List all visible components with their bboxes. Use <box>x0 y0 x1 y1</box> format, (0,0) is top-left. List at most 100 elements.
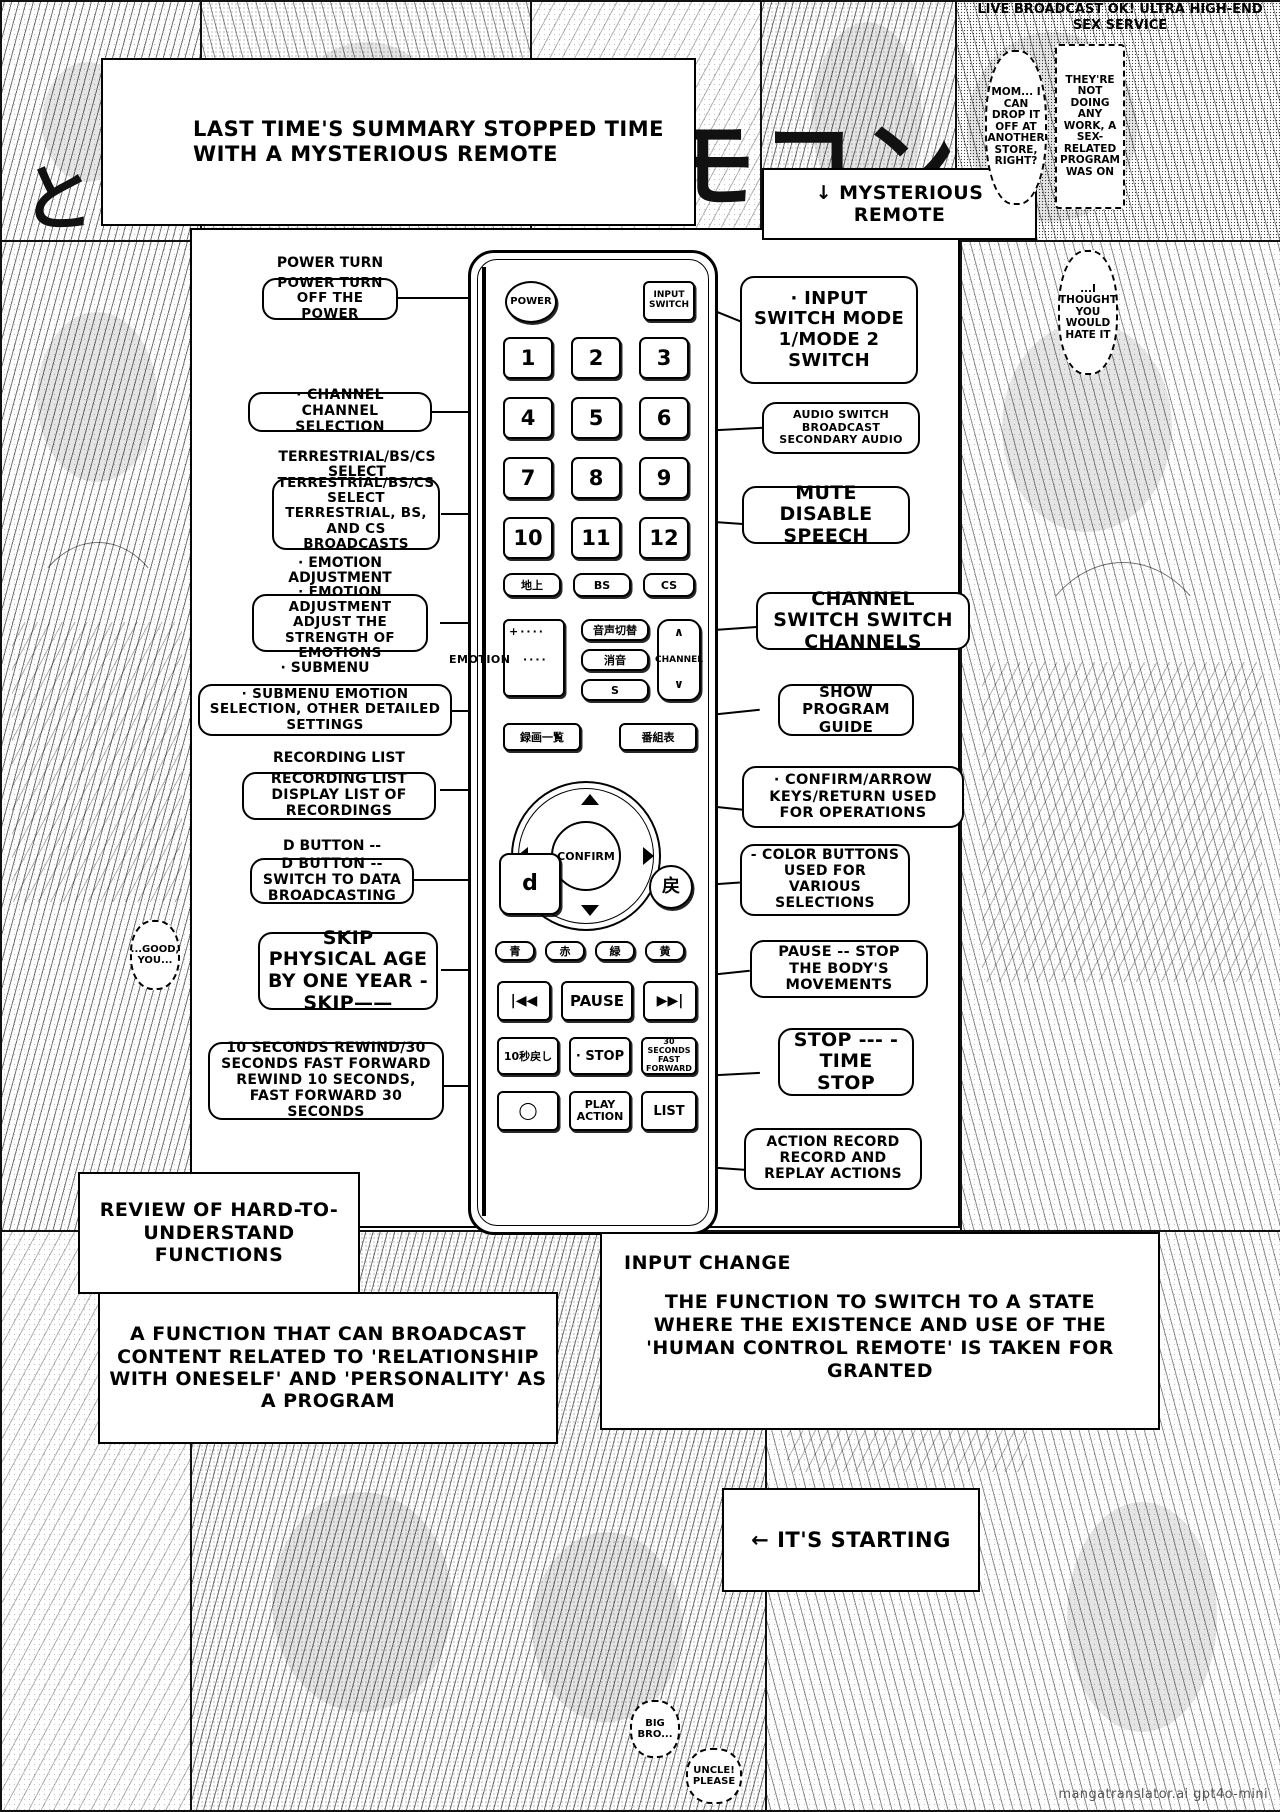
remote-number-5[interactable]: 5 <box>571 397 621 439</box>
remote-play-action-button[interactable]: PLAY ACTION <box>569 1091 631 1131</box>
channel-up-icon: ∧ <box>674 625 684 639</box>
remote-stop-button[interactable]: · STOP <box>569 1037 631 1075</box>
annotation-channel-switch-text: CHANNEL SWITCH SWITCH CHANNELS <box>773 587 953 653</box>
remote-number-3[interactable]: 3 <box>639 337 689 379</box>
remote-input-switch-button[interactable]: INPUT SWITCH <box>643 281 695 321</box>
annotation-recording-list: RECORDING LIST DISPLAY LIST OF RECORDING… <box>242 771 436 820</box>
annotation-audio-switch-text: AUDIO SWITCH BROADCAST SECONDARY AUDIO <box>779 408 903 447</box>
dpad-down-arrow-icon[interactable] <box>581 905 599 916</box>
annotation-terrestrial: TERRESTRIAL/BS/CS SELECT TERRESTRIAL, BS… <box>272 474 440 553</box>
annotation-channel-switch: CHANNEL SWITCH SWITCH CHANNELS <box>756 588 970 653</box>
annotation-terrestrial-text: TERRESTRIAL/BS/CS SELECT TERRESTRIAL, BS… <box>277 474 435 553</box>
annotation-input-switch: · INPUT SWITCH MODE 1/MODE 2 SWITCH <box>740 276 918 384</box>
leader-line <box>432 411 494 413</box>
remote-skip-back-button[interactable]: |◀◀ <box>497 981 551 1021</box>
bubble-big-bro-text: BIG BRO... <box>637 1718 673 1740</box>
review-functions-box: REVIEW OF HARD-TO-UNDERSTAND FUNCTIONS <box>78 1172 360 1294</box>
remote-mute-button[interactable]: 消音 <box>581 649 649 671</box>
remote-number-9[interactable]: 9 <box>639 457 689 499</box>
channel-label: CHANNEL <box>654 654 704 665</box>
bg-kana-left: と <box>22 157 95 241</box>
input-change-title: INPUT CHANGE <box>624 1252 791 1274</box>
bubble-uncle-please: UNCLE! PLEASE <box>686 1748 742 1804</box>
annotation-pause: PAUSE -- STOP THE BODY'S MOVEMENTS <box>750 940 928 998</box>
remote-audio-switch-button[interactable]: 音声切替 <box>581 619 649 641</box>
annotation-color-buttons-text: - COLOR BUTTONS USED FOR VARIOUS SELECTI… <box>750 847 900 911</box>
remote-color-blue-button[interactable]: 青 <box>495 941 535 961</box>
annotation-stop-text: STOP --- - TIME STOP <box>793 1028 899 1094</box>
remote-return-button[interactable]: 戻 <box>649 865 693 909</box>
remote-fast-forward30-button[interactable]: 30 SECONDS FAST FORWARD <box>641 1037 697 1075</box>
remote-color-red-button[interactable]: 赤 <box>545 941 585 961</box>
remote-recording-list-button[interactable]: 録画一覧 <box>503 723 581 751</box>
remote-d-button[interactable]: d <box>499 853 561 915</box>
annotation-channel: · CHANNEL CHANNEL SELECTION <box>248 387 432 435</box>
annotation-pause-text: PAUSE -- STOP THE BODY'S MOVEMENTS <box>778 944 900 994</box>
remote-list-button[interactable]: LIST <box>641 1091 697 1131</box>
emotion-label: EMOTION <box>449 653 511 666</box>
emotion-minus-dots: ···· <box>523 653 548 666</box>
leader-line <box>398 297 494 299</box>
remote-terrestrial-button[interactable]: 地上 <box>503 573 561 597</box>
remote-channel-rocker[interactable]: CHANNEL <box>654 619 704 701</box>
remote-program-guide-button[interactable]: 番組表 <box>619 723 697 751</box>
remote-number-4[interactable]: 4 <box>503 397 553 439</box>
remote-pause-button[interactable]: PAUSE <box>561 981 633 1021</box>
annotation-submenu-title: · SUBMENU <box>280 660 370 676</box>
remote-record-button[interactable]: ◯ <box>497 1091 559 1131</box>
emotion-plus-dots: +···· <box>509 625 545 638</box>
bubble-uncle-please-text: UNCLE! PLEASE <box>692 1765 736 1787</box>
remote-bs-button[interactable]: BS <box>573 573 631 597</box>
annotation-action-record: ACTION RECORD RECORD AND REPLAY ACTIONS <box>744 1128 922 1190</box>
remote-cs-button[interactable]: CS <box>643 573 695 597</box>
remote-submenu-button[interactable]: S <box>581 679 649 701</box>
annotation-rewind-text: 10 SECONDS REWIND/30 SECONDS FAST FORWAR… <box>221 1040 431 1120</box>
annotation-d-button-title: D BUTTON -- <box>282 838 382 854</box>
annotation-mute-text: MUTE DISABLE SPEECH <box>779 481 873 547</box>
dpad-up-arrow-icon[interactable] <box>581 794 599 805</box>
remote-skip-forward-button[interactable]: ▶▶| <box>643 981 697 1021</box>
annotation-recording-list-text: RECORDING LIST DISPLAY LIST OF RECORDING… <box>270 771 408 819</box>
annotation-rewind: 10 SECONDS REWIND/30 SECONDS FAST FORWAR… <box>208 1040 444 1120</box>
broadcast-function-text: A FUNCTION THAT CAN BROADCAST CONTENT RE… <box>109 1323 547 1413</box>
annotation-color-buttons: - COLOR BUTTONS USED FOR VARIOUS SELECTI… <box>740 844 910 916</box>
leader-line <box>412 879 500 881</box>
remote-number-2[interactable]: 2 <box>571 337 621 379</box>
annotation-power-text: POWER TURN OFF THE POWER <box>277 274 383 322</box>
last-time-summary-box: LAST TIME'S SUMMARY STOPPED TIME WITH A … <box>101 58 696 226</box>
remote-color-green-button[interactable]: 緑 <box>595 941 635 961</box>
live-broadcast-caption: LIVE BROADCAST OK! ULTRA HIGH-END SEX SE… <box>977 2 1263 33</box>
annotation-emotion: · EMOTION ADJUSTMENT ADJUST THE STRENGTH… <box>252 584 428 661</box>
annotation-input-switch-text: · INPUT SWITCH MODE 1/MODE 2 SWITCH <box>753 287 905 371</box>
remote-number-7[interactable]: 7 <box>503 457 553 499</box>
bubble-good-you: ...GOOD, YOU... <box>130 920 180 990</box>
remote-number-10[interactable]: 10 <box>503 517 553 559</box>
tv-remote-control[interactable]: POWER INPUT SWITCH 1 2 3 4 5 6 7 8 9 10 … <box>449 250 718 1235</box>
remote-number-8[interactable]: 8 <box>571 457 621 499</box>
remote-power-button[interactable]: POWER <box>505 281 557 323</box>
its-starting-text: ← IT'S STARTING <box>751 1527 951 1552</box>
remote-rewind10-button[interactable]: 10秒戻し <box>497 1037 559 1075</box>
remote-color-yellow-button[interactable]: 黄 <box>645 941 685 961</box>
broadcast-function-box: A FUNCTION THAT CAN BROADCAST CONTENT RE… <box>98 1292 558 1444</box>
bg-panel-left-girl <box>0 240 194 1234</box>
remote-emotion-slider[interactable] <box>503 619 565 697</box>
bubble-thought-you-hate: ...I THOUGHT YOU WOULD HATE IT <box>1058 250 1118 375</box>
watermark: mangatranslator.ai gpt4o-mini <box>1058 1787 1268 1802</box>
dpad-right-arrow-icon[interactable] <box>643 847 654 865</box>
remote-number-12[interactable]: 12 <box>639 517 689 559</box>
remote-confirm-button[interactable]: CONFIRM <box>551 821 621 891</box>
annotation-program-guide: SHOW PROGRAM GUIDE <box>778 684 914 736</box>
bubble-good-you-text: ...GOOD, YOU... <box>130 944 180 966</box>
remote-number-6[interactable]: 6 <box>639 397 689 439</box>
annotation-d-button-text: D BUTTON -- SWITCH TO DATA BROADCASTING <box>262 856 402 904</box>
remote-number-11[interactable]: 11 <box>571 517 621 559</box>
annotation-skip: SKIP PHYSICAL AGE BY ONE YEAR - SKIP—— <box>258 927 438 1013</box>
channel-down-icon: ∨ <box>674 677 684 691</box>
annotation-stop: STOP --- - TIME STOP <box>778 1028 914 1096</box>
annotation-program-guide-text: SHOW PROGRAM GUIDE <box>802 683 890 736</box>
remote-number-1[interactable]: 1 <box>503 337 553 379</box>
annotation-power: POWER TURN OFF THE POWER <box>262 274 398 322</box>
